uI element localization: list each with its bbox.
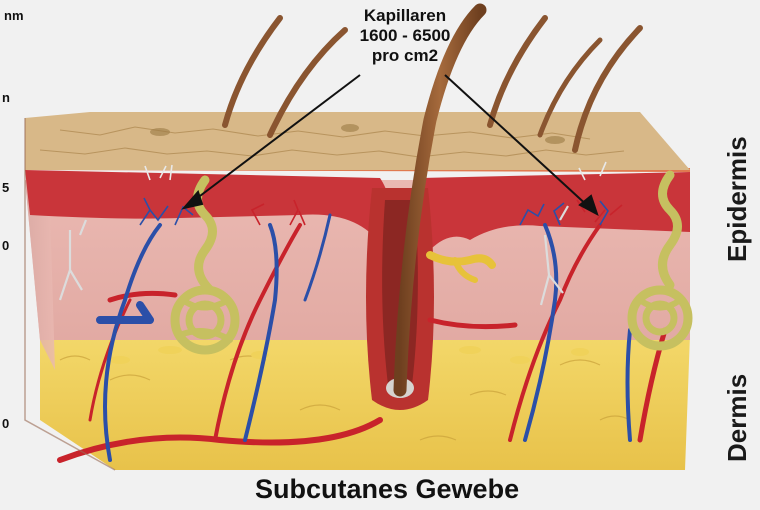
scale-tick-3: 0: [2, 238, 9, 253]
subcutis-layer: [40, 335, 690, 470]
scale-tick-4: 0: [2, 416, 9, 431]
callout-line-3: pro cm2: [320, 46, 490, 66]
callout-line-1: Kapillaren: [320, 6, 490, 26]
scale-tick-2: 5: [2, 180, 9, 195]
capillary-callout: Kapillaren 1600 - 6500 pro cm2: [320, 6, 490, 66]
scale-tick-1: n: [2, 90, 10, 105]
dermis-label: Dermis: [722, 374, 753, 462]
subcutis-label: Subcutanes Gewebe: [255, 474, 519, 505]
callout-line-2: 1600 - 6500: [320, 26, 490, 46]
skin-surface: [25, 112, 690, 170]
scale-unit-label: nm: [4, 8, 24, 23]
epidermis-label: Epidermis: [722, 136, 753, 262]
